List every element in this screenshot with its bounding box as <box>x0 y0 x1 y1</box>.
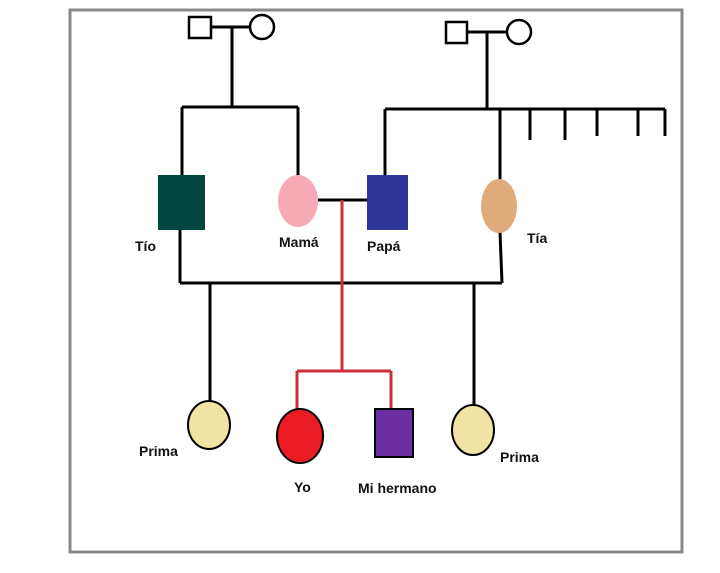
diagram-frame <box>68 8 684 554</box>
grandmother-left-circle <box>248 13 276 41</box>
yo-circle <box>276 408 324 464</box>
tio-label: Tío <box>135 238 156 254</box>
prima-left-circle <box>187 400 231 450</box>
yo-label: Yo <box>294 479 311 495</box>
prima-right-label: Prima <box>500 449 539 465</box>
papa-label: Papá <box>367 238 401 254</box>
tio-square <box>158 175 205 230</box>
grandfather-left-square <box>187 15 213 40</box>
descent-line-red <box>295 200 393 410</box>
grandmother-right-circle <box>505 18 533 46</box>
mama-label: Mamá <box>279 234 319 250</box>
prima-left-label: Prima <box>139 443 178 459</box>
papa-square <box>367 175 408 230</box>
tia-label: Tía <box>527 230 547 246</box>
hermano-square <box>374 408 414 458</box>
tia-descent-line <box>498 231 504 284</box>
grandparents-left <box>180 13 300 176</box>
prima-right-circle <box>451 404 495 456</box>
tia-circle <box>481 179 517 233</box>
grandfather-right-square <box>444 20 469 45</box>
grandparents-right <box>383 18 667 180</box>
mama-circle <box>278 175 318 227</box>
hermano-label: Mi hermano <box>358 480 437 496</box>
